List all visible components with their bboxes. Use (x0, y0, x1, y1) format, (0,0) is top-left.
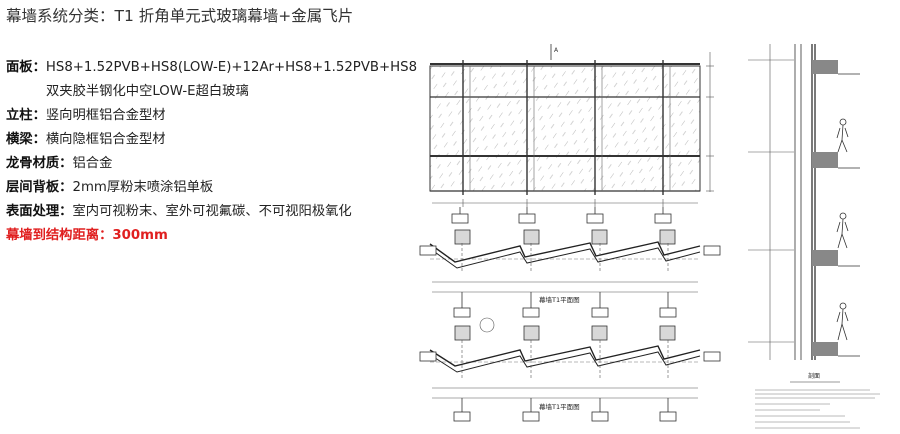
spec-value: HS8+1.52PVB+HS8(LOW-E)+12Ar+HS8+1.52PVB+… (45, 60, 418, 75)
spec-value: 室内可视粉末、室外可视氟碳、不可视阳极氧化 (72, 204, 352, 219)
spec-value: 300mm (112, 228, 168, 243)
plan-label-1: 幕墙T1平面图 (539, 295, 580, 304)
spec-value: 横向隐框铝合金型材 (45, 132, 166, 147)
spec-label: 立柱： (6, 108, 46, 123)
spec-spandrel: 层间背板：2mm厚粉末喷涂铝单板 (6, 176, 417, 200)
elevation-view: A (429, 44, 714, 224)
section-label: 剖面 (808, 372, 820, 380)
plan-view-1: 幕墙T1平面图 (419, 229, 721, 318)
spec-label: 横梁： (6, 132, 46, 147)
drawing-notes (755, 389, 880, 429)
spec-label: 龙骨材质： (6, 156, 73, 171)
section-view: 剖面 (748, 44, 860, 383)
spec-list: 面板：HS8+1.52PVB+HS8(LOW-E)+12Ar+HS8+1.52P… (6, 56, 417, 248)
spec-finish: 表面处理：室内可视粉末、室外可视氟碳、不可视阳极氧化 (6, 200, 417, 224)
plan-label-2: 幕墙T1平面图 (539, 402, 580, 411)
spec-frame: 龙骨材质：铝合金 (6, 152, 417, 176)
spec-panel: 面板：HS8+1.52PVB+HS8(LOW-E)+12Ar+HS8+1.52P… (6, 56, 417, 80)
spec-distance: 幕墙到结构距离：300mm (6, 224, 417, 248)
spec-value: 双夹胶半钢化中空LOW-E超白玻璃 (46, 84, 249, 99)
spec-label: 幕墙到结构距离： (6, 228, 113, 243)
spec-label: 表面处理： (6, 204, 73, 219)
glass-panels (429, 65, 701, 192)
spec-transom: 横梁：横向隐框铝合金型材 (6, 128, 417, 152)
plan-view-2: 幕墙T1平面图 (419, 317, 721, 422)
spec-value: 铝合金 (72, 156, 113, 171)
spec-value: 2mm厚粉末喷涂铝单板 (72, 180, 214, 195)
spec-label: 层间背板： (6, 180, 73, 195)
spec-panel-cont: 双夹胶半钢化中空LOW-E超白玻璃 (6, 80, 417, 104)
svg-text:A: A (554, 47, 559, 54)
spec-mullion: 立柱：竖向明框铝合金型材 (6, 104, 417, 128)
spec-label: 面板： (6, 60, 46, 75)
page-title: 幕墙系统分类：T1 折角单元式玻璃幕墙+金属飞片 (6, 7, 354, 25)
spec-value: 竖向明框铝合金型材 (45, 108, 166, 123)
